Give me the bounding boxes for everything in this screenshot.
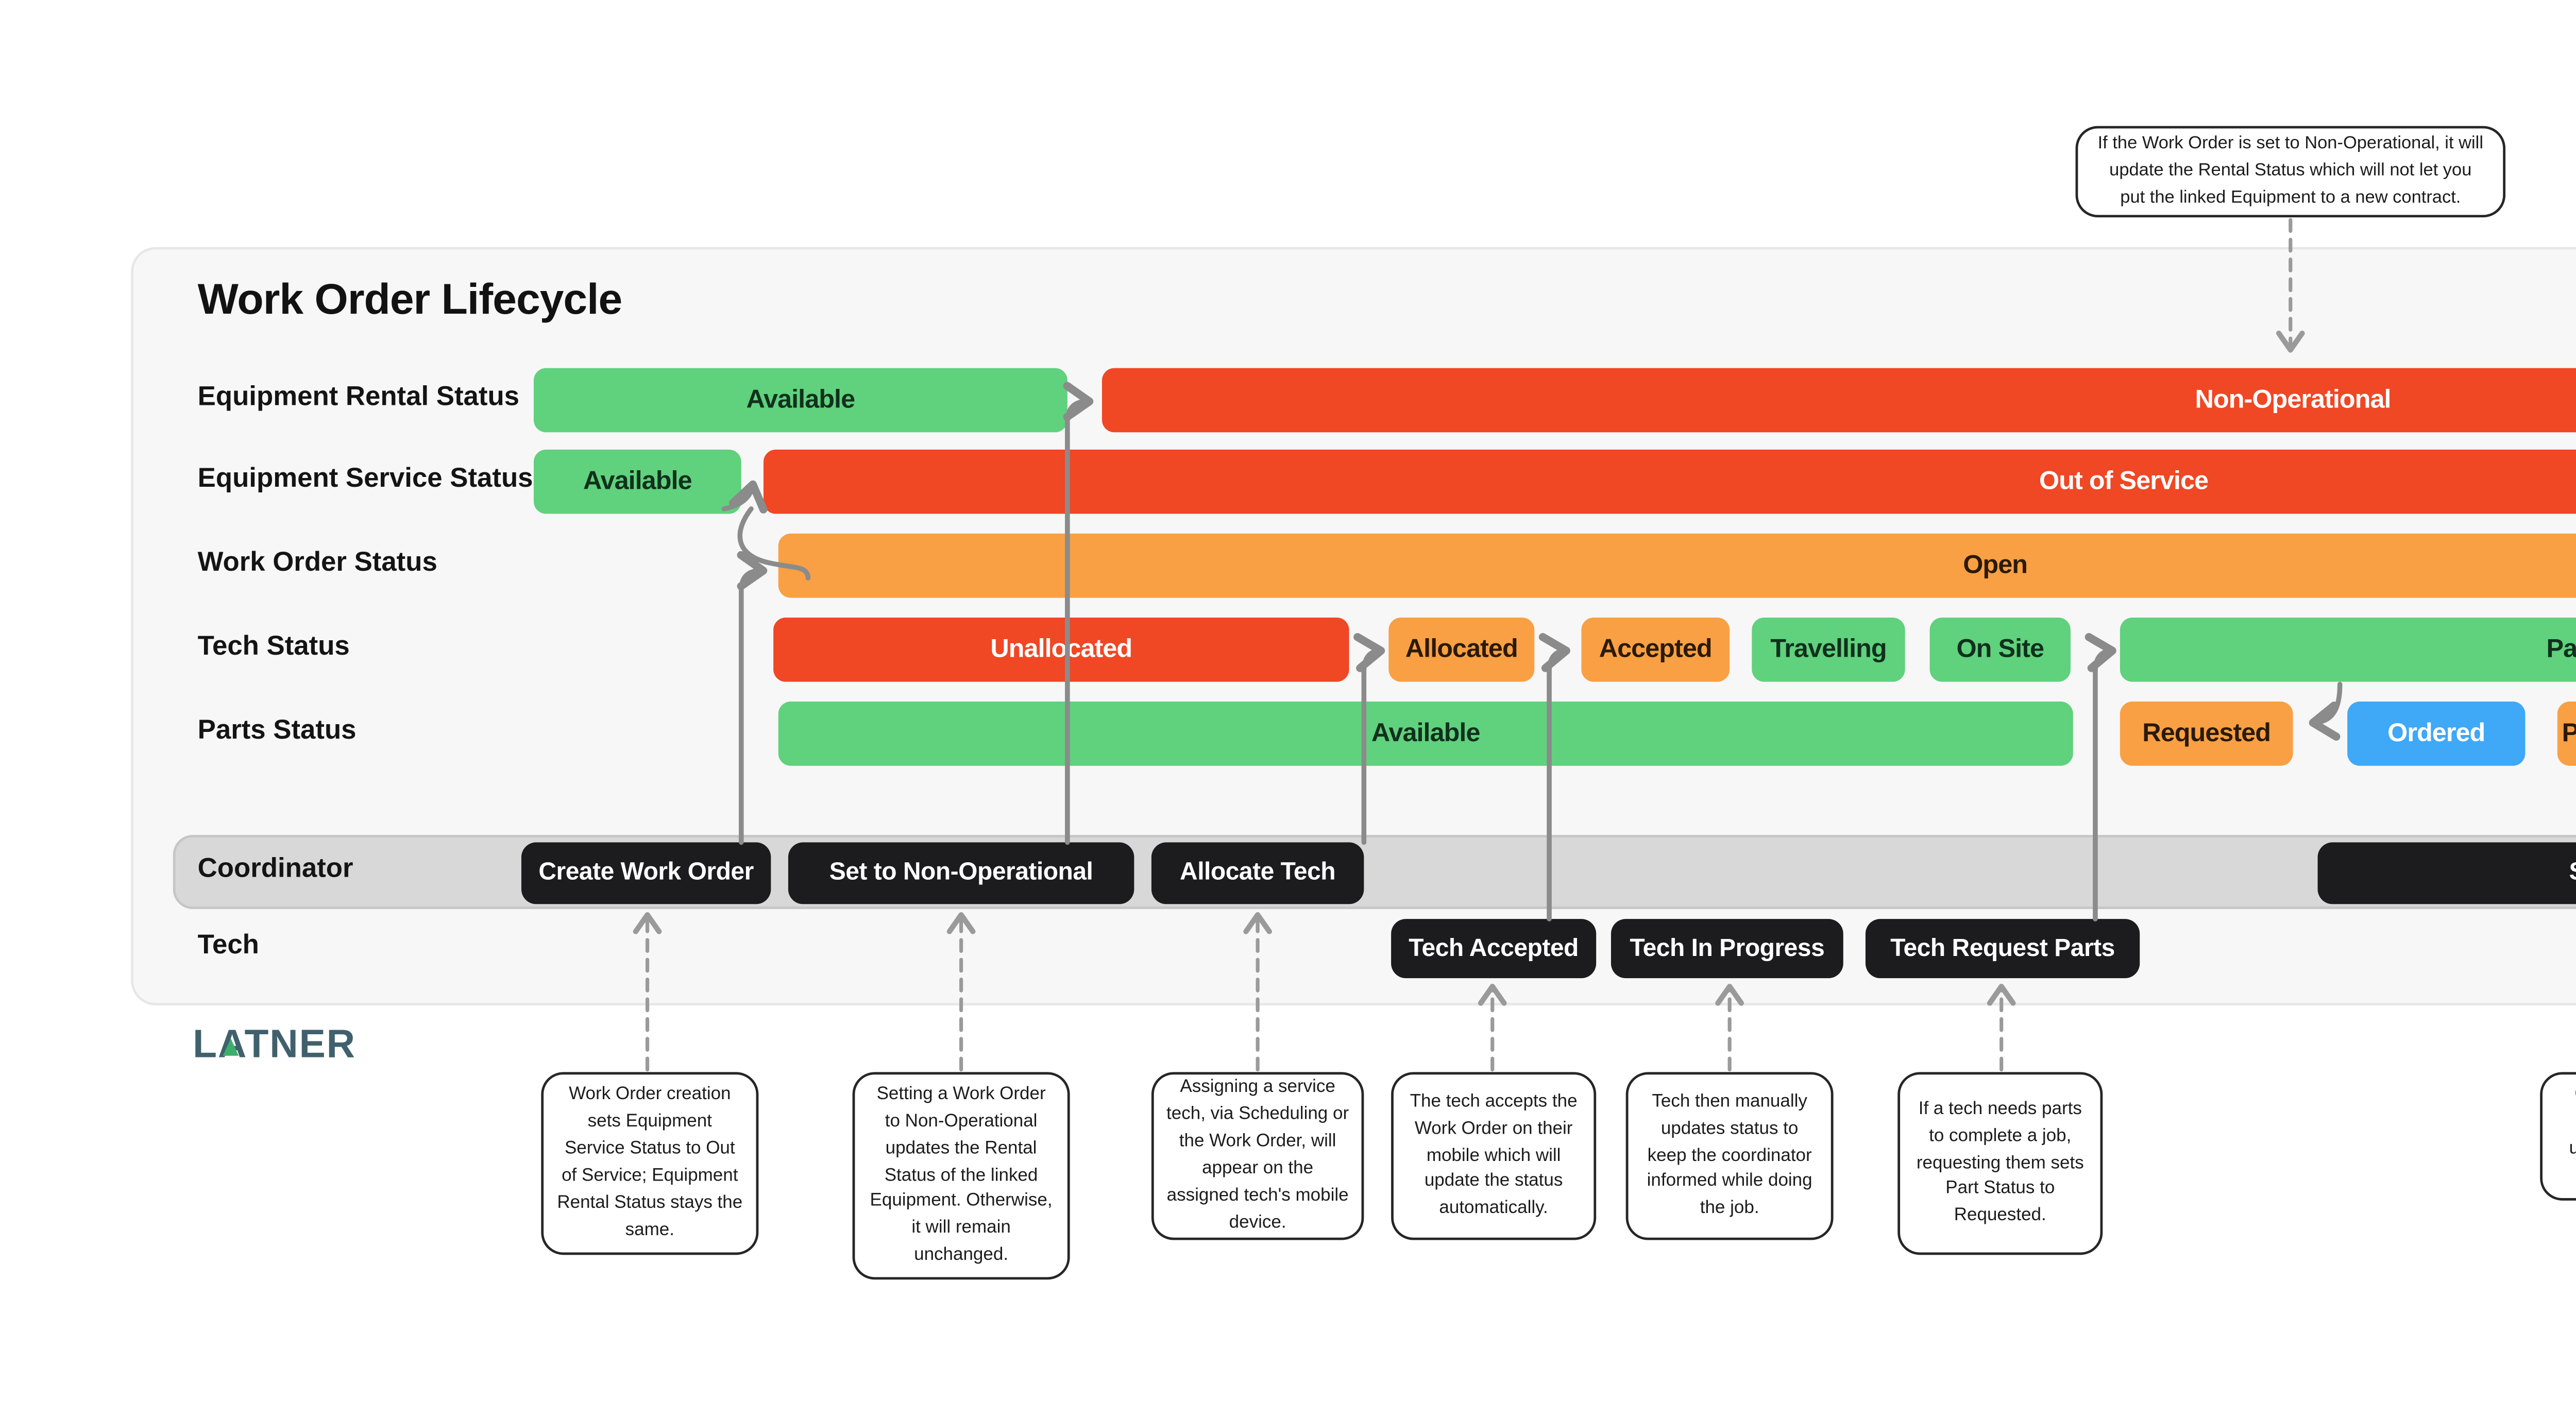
segment-label: Accepted	[1599, 635, 1713, 665]
parts-ordered-segment: Ordered	[2347, 702, 2526, 766]
segment-label: Available	[583, 467, 692, 497]
tech-unallocated-segment: Unallocated	[773, 617, 1349, 682]
tech-on-site-segment: On Site	[1929, 617, 2071, 682]
tech-travelling-segment: Travelling	[1752, 617, 1905, 682]
row-label-parts-status: Parts Status	[197, 716, 357, 746]
segment-label: On Site	[1956, 635, 2044, 665]
action-create-work-order: Create Work Order	[521, 842, 771, 904]
segment-label: Partially Received	[2562, 719, 2576, 749]
service-available-segment: Available	[533, 449, 741, 514]
row-label-tech-status: Tech Status	[197, 632, 350, 662]
action-set-to-non-operational: Set to Non-Operational	[788, 842, 1134, 904]
segment-label: Ordered	[2387, 719, 2485, 749]
top-annotation-note: If the Work Order is set to Non-Operatio…	[2075, 126, 2506, 218]
action-tech-request-parts: Tech Request Parts	[1865, 919, 2140, 979]
parts-partially-received-segment: Partially Received	[2557, 702, 2576, 766]
logo-text: LATNER	[193, 1022, 356, 1066]
note-text: Work Order creation sets Equipment Servi…	[557, 1082, 743, 1240]
action-tech-in-progress: Tech In Progress	[1611, 919, 1843, 979]
lane-label-coordinator: Coordinator	[197, 855, 353, 884]
latner-logo: LATNER	[193, 1022, 356, 1066]
row-label-work-order-status: Work Order Status	[197, 548, 437, 578]
rental-available-segment: Available	[533, 368, 1067, 433]
row-label-equipment-service-status: Equipment Service Status	[197, 464, 533, 494]
note-text: Setting a Work Order to Non-Operational …	[870, 1081, 1053, 1266]
segment-label: Available	[746, 385, 856, 415]
segment-label: Out of Service	[2039, 467, 2209, 497]
segment-label: Open	[1963, 551, 2028, 581]
action-source-parts: Source Parts	[2317, 842, 2576, 904]
segment-label: Parts Requested	[2546, 635, 2576, 665]
segment-label: Allocated	[1405, 635, 1518, 665]
page-title: Work Order Lifecycle	[197, 274, 623, 324]
note-text: The tech accepts the Work Order on their…	[1410, 1088, 1578, 1219]
note-text: Tech then manually updates status to kee…	[1647, 1088, 1812, 1219]
parts-requested-segment: Requested	[2120, 702, 2293, 766]
note-create-work-order: Work Order creation sets Equipment Servi…	[541, 1072, 759, 1255]
note-tech-accepted: The tech accepts the Work Order on their…	[1391, 1072, 1597, 1240]
parts-available-segment: Available	[778, 702, 2073, 766]
segment-label: Travelling	[1770, 635, 1887, 665]
note-set-non-operational: Setting a Work Order to Non-Operational …	[852, 1072, 1070, 1280]
tech-allocated-segment: Allocated	[1388, 617, 1535, 682]
row-label-equipment-rental-status: Equipment Rental Status	[197, 383, 520, 413]
tech-accepted-segment: Accepted	[1581, 617, 1730, 682]
top-annotation-text: If the Work Order is set to Non-Operatio…	[2097, 131, 2484, 208]
workorder-open-segment: Open	[778, 533, 2576, 598]
note-text: Coordinator must source parts and update…	[2555, 1082, 2576, 1190]
note-source-parts: Coordinator must source parts and update…	[2540, 1072, 2576, 1201]
service-out-of-service-segment: Out of Service	[763, 449, 2576, 514]
note-tech-request-parts: If a tech needs parts to complete a job,…	[1897, 1072, 2103, 1255]
note-tech-in-progress: Tech then manually updates status to kee…	[1625, 1072, 1834, 1240]
action-tech-accepted: Tech Accepted	[1391, 919, 1597, 979]
segment-label: Available	[1371, 719, 1481, 749]
rental-non-operational-segment: Non-Operational	[1101, 368, 2576, 433]
segment-label: Requested	[2142, 719, 2271, 749]
segment-label: Unallocated	[990, 635, 1132, 665]
note-text: If a tech needs parts to complete a job,…	[1916, 1096, 2084, 1226]
note-text: Assigning a service tech, via Scheduling…	[1166, 1075, 1349, 1233]
segment-label: Non-Operational	[2195, 385, 2392, 415]
action-allocate-tech: Allocate Tech	[1151, 842, 1364, 904]
logo-triangle-icon	[223, 1038, 239, 1056]
note-allocate-tech: Assigning a service tech, via Scheduling…	[1151, 1072, 1364, 1240]
tech-parts-requested-segment: Parts Requested	[2120, 617, 2576, 682]
lane-label-tech: Tech	[197, 931, 259, 961]
